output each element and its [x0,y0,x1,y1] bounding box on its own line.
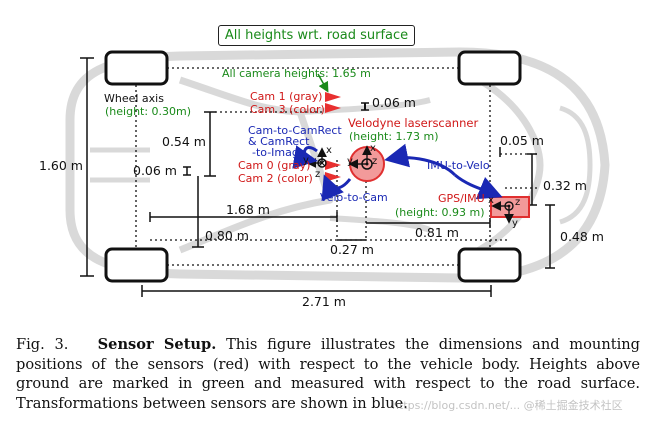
dim-cam-to-velo: 0.27 m [330,242,374,257]
velodyne-height-label: (height: 1.73 m) [349,130,439,143]
gps-height-label: (height: 0.93 m) [395,206,485,219]
cam-1-3-icon [325,92,341,102]
wheel-axis-height-label: (height: 0.30m) [105,105,192,118]
dim-wheelbase: 2.71 m [302,294,346,309]
velo-to-cam-label: Velo-to-Cam [320,191,388,204]
heights-banner: All heights wrt. road surface [218,25,415,46]
cam2-label: Cam 2 (color) [238,172,313,185]
caption-body: This figure illustrates the dimensions a… [16,336,641,412]
velodyne-label: Velodyne laserscanner [348,116,479,130]
wheel-axis-label: Wheel axis [104,92,164,105]
cam-axis-y: y [303,155,309,166]
dim-side-to-cam: 0.80 m [205,228,249,243]
dim-width: 1.60 m [39,158,83,173]
reference-lines [135,67,540,266]
imu-axis-z: z [515,197,521,208]
gps-imu-icon [490,196,530,218]
dim-cam-from-axle: 0.54 m [162,134,206,149]
sensor-setup-diagram [65,47,610,297]
imu-axis-y: y [512,218,518,229]
wheel-rear-right [457,247,522,283]
cam1-label: Cam 1 (gray) [250,90,323,103]
caption-title: Sensor Setup. [97,336,217,353]
gps-label: GPS/IMU [438,192,485,205]
wheel-front-right [457,50,522,86]
wheel-front-left [104,50,169,86]
cam-to-camrect-label: Cam-to-CamRect [248,124,342,137]
wheel-rear-left [104,247,169,283]
camera-height-label: All camera heights: 1.65 m [222,67,371,80]
camera-sensors [325,92,341,182]
velo-axis-z: z [372,156,378,167]
dim-cam-offset: 0.06 m [372,95,416,110]
cam-axis-z: z [315,169,321,180]
cam-0-2-icon [325,160,341,170]
velo-axis-x: x [370,143,376,154]
dim-imu-to-velo: 0.32 m [543,178,587,193]
dim-front-to-velo: 1.68 m [226,202,270,217]
camrect-to-image-label-2: -to-Image [252,146,306,159]
cam-1-3b-icon [325,103,341,113]
camrect-to-image-label-1: & CamRect [248,135,310,148]
dim-velo-to-axle: 0.81 m [415,225,459,240]
cam0-label: Cam 0 (gray) [238,159,311,172]
figure-caption: Fig. 3. Sensor Setup. This figure illust… [16,335,640,413]
transform-arrows [292,143,503,202]
dim-cam-vertical: 0.06 m [133,163,177,178]
watermark: https://blog.csdn.net/... @稀土掘金技术社区 [392,399,623,412]
caption-fig: Fig. 3. [16,336,69,353]
cam-axis-x: x [326,145,332,156]
velo-axis-y: y [347,156,353,167]
cam3-label: Cam 3 (color) [250,103,325,116]
dim-imu-lateral: 0.05 m [500,133,544,148]
imu-to-velo-label: IMU-to-Velo [427,159,490,172]
dim-imu-side: 0.48 m [560,229,604,244]
dimension-lines [80,57,555,297]
imu-axis-x: x [488,195,494,206]
